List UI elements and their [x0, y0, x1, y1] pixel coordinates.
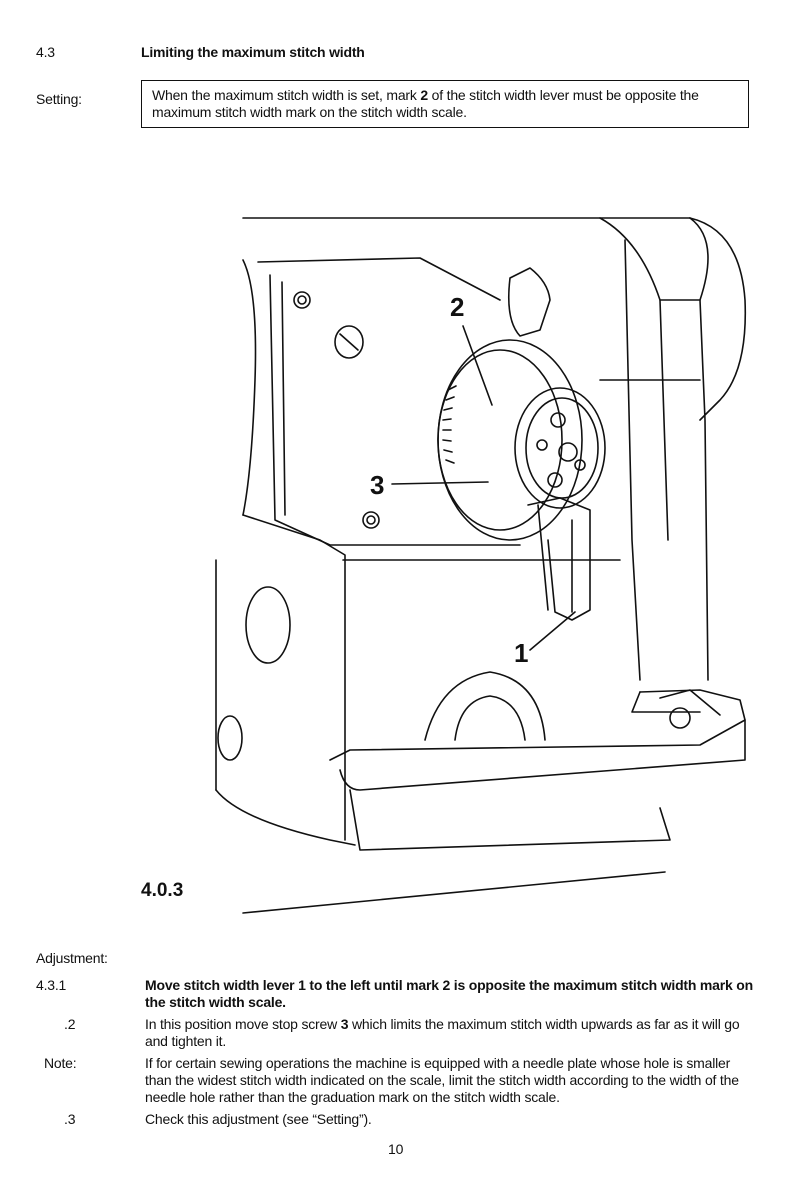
- adjustment-label: Adjustment:: [36, 950, 108, 966]
- stitch-width-lever: [527, 497, 591, 621]
- callout-leader-1: [529, 611, 576, 651]
- face-plate: [269, 274, 521, 546]
- setting-text-b: of the stitch width lever must be opposi…: [152, 87, 699, 120]
- step-number: 4.3.1: [36, 977, 67, 993]
- step-text: Check this adjustment (see “Setting”).: [145, 1111, 372, 1127]
- adjust-screw-icon: [669, 707, 691, 729]
- callout-2: 2: [450, 292, 465, 322]
- ground-line: [242, 871, 666, 914]
- callout-leader-3: [391, 481, 489, 485]
- callout-3: 3: [370, 470, 385, 500]
- section-title: Limiting the maximum stitch width: [141, 44, 365, 60]
- step-number: .2: [64, 1016, 76, 1032]
- screw-icon: [362, 511, 380, 529]
- step-text-a: In this position move stop screw: [145, 1016, 341, 1032]
- step-text: Move stitch width lever 1 to the left un…: [145, 977, 753, 1010]
- stitch-width-scale: [442, 385, 457, 464]
- setting-text-a: When the maximum stitch width is set, ma…: [152, 87, 421, 103]
- arm-right-curve: [689, 217, 747, 421]
- note-label: Note:: [44, 1055, 77, 1071]
- setting-label: Setting:: [36, 91, 82, 107]
- step-screw-number: 3: [340, 1016, 349, 1032]
- sewing-bed-plate: [329, 689, 746, 761]
- step-text: In this position move stop screw 3 which…: [145, 1016, 757, 1050]
- bobbin-window: [424, 671, 546, 741]
- lever-top: [507, 267, 551, 337]
- cover-plate: [245, 586, 291, 664]
- knob-face: [514, 387, 606, 509]
- screw-icon: [334, 325, 364, 359]
- figure-caption: 4.0.3: [141, 880, 184, 901]
- note-text: If for certain sewing operations the mac…: [145, 1055, 739, 1105]
- setting-box: When the maximum stitch width is set, ma…: [141, 80, 749, 128]
- step-text-b: which limits the maximum stitch width up…: [145, 1016, 740, 1049]
- callout-leader-2: [462, 325, 493, 406]
- page-number: 10: [388, 1141, 404, 1157]
- callout-1: 1: [514, 638, 529, 668]
- screw-icon: [293, 291, 311, 309]
- section-number: 4.3: [36, 44, 55, 60]
- setting-mark: 2: [420, 87, 428, 103]
- step-number: .3: [64, 1111, 76, 1127]
